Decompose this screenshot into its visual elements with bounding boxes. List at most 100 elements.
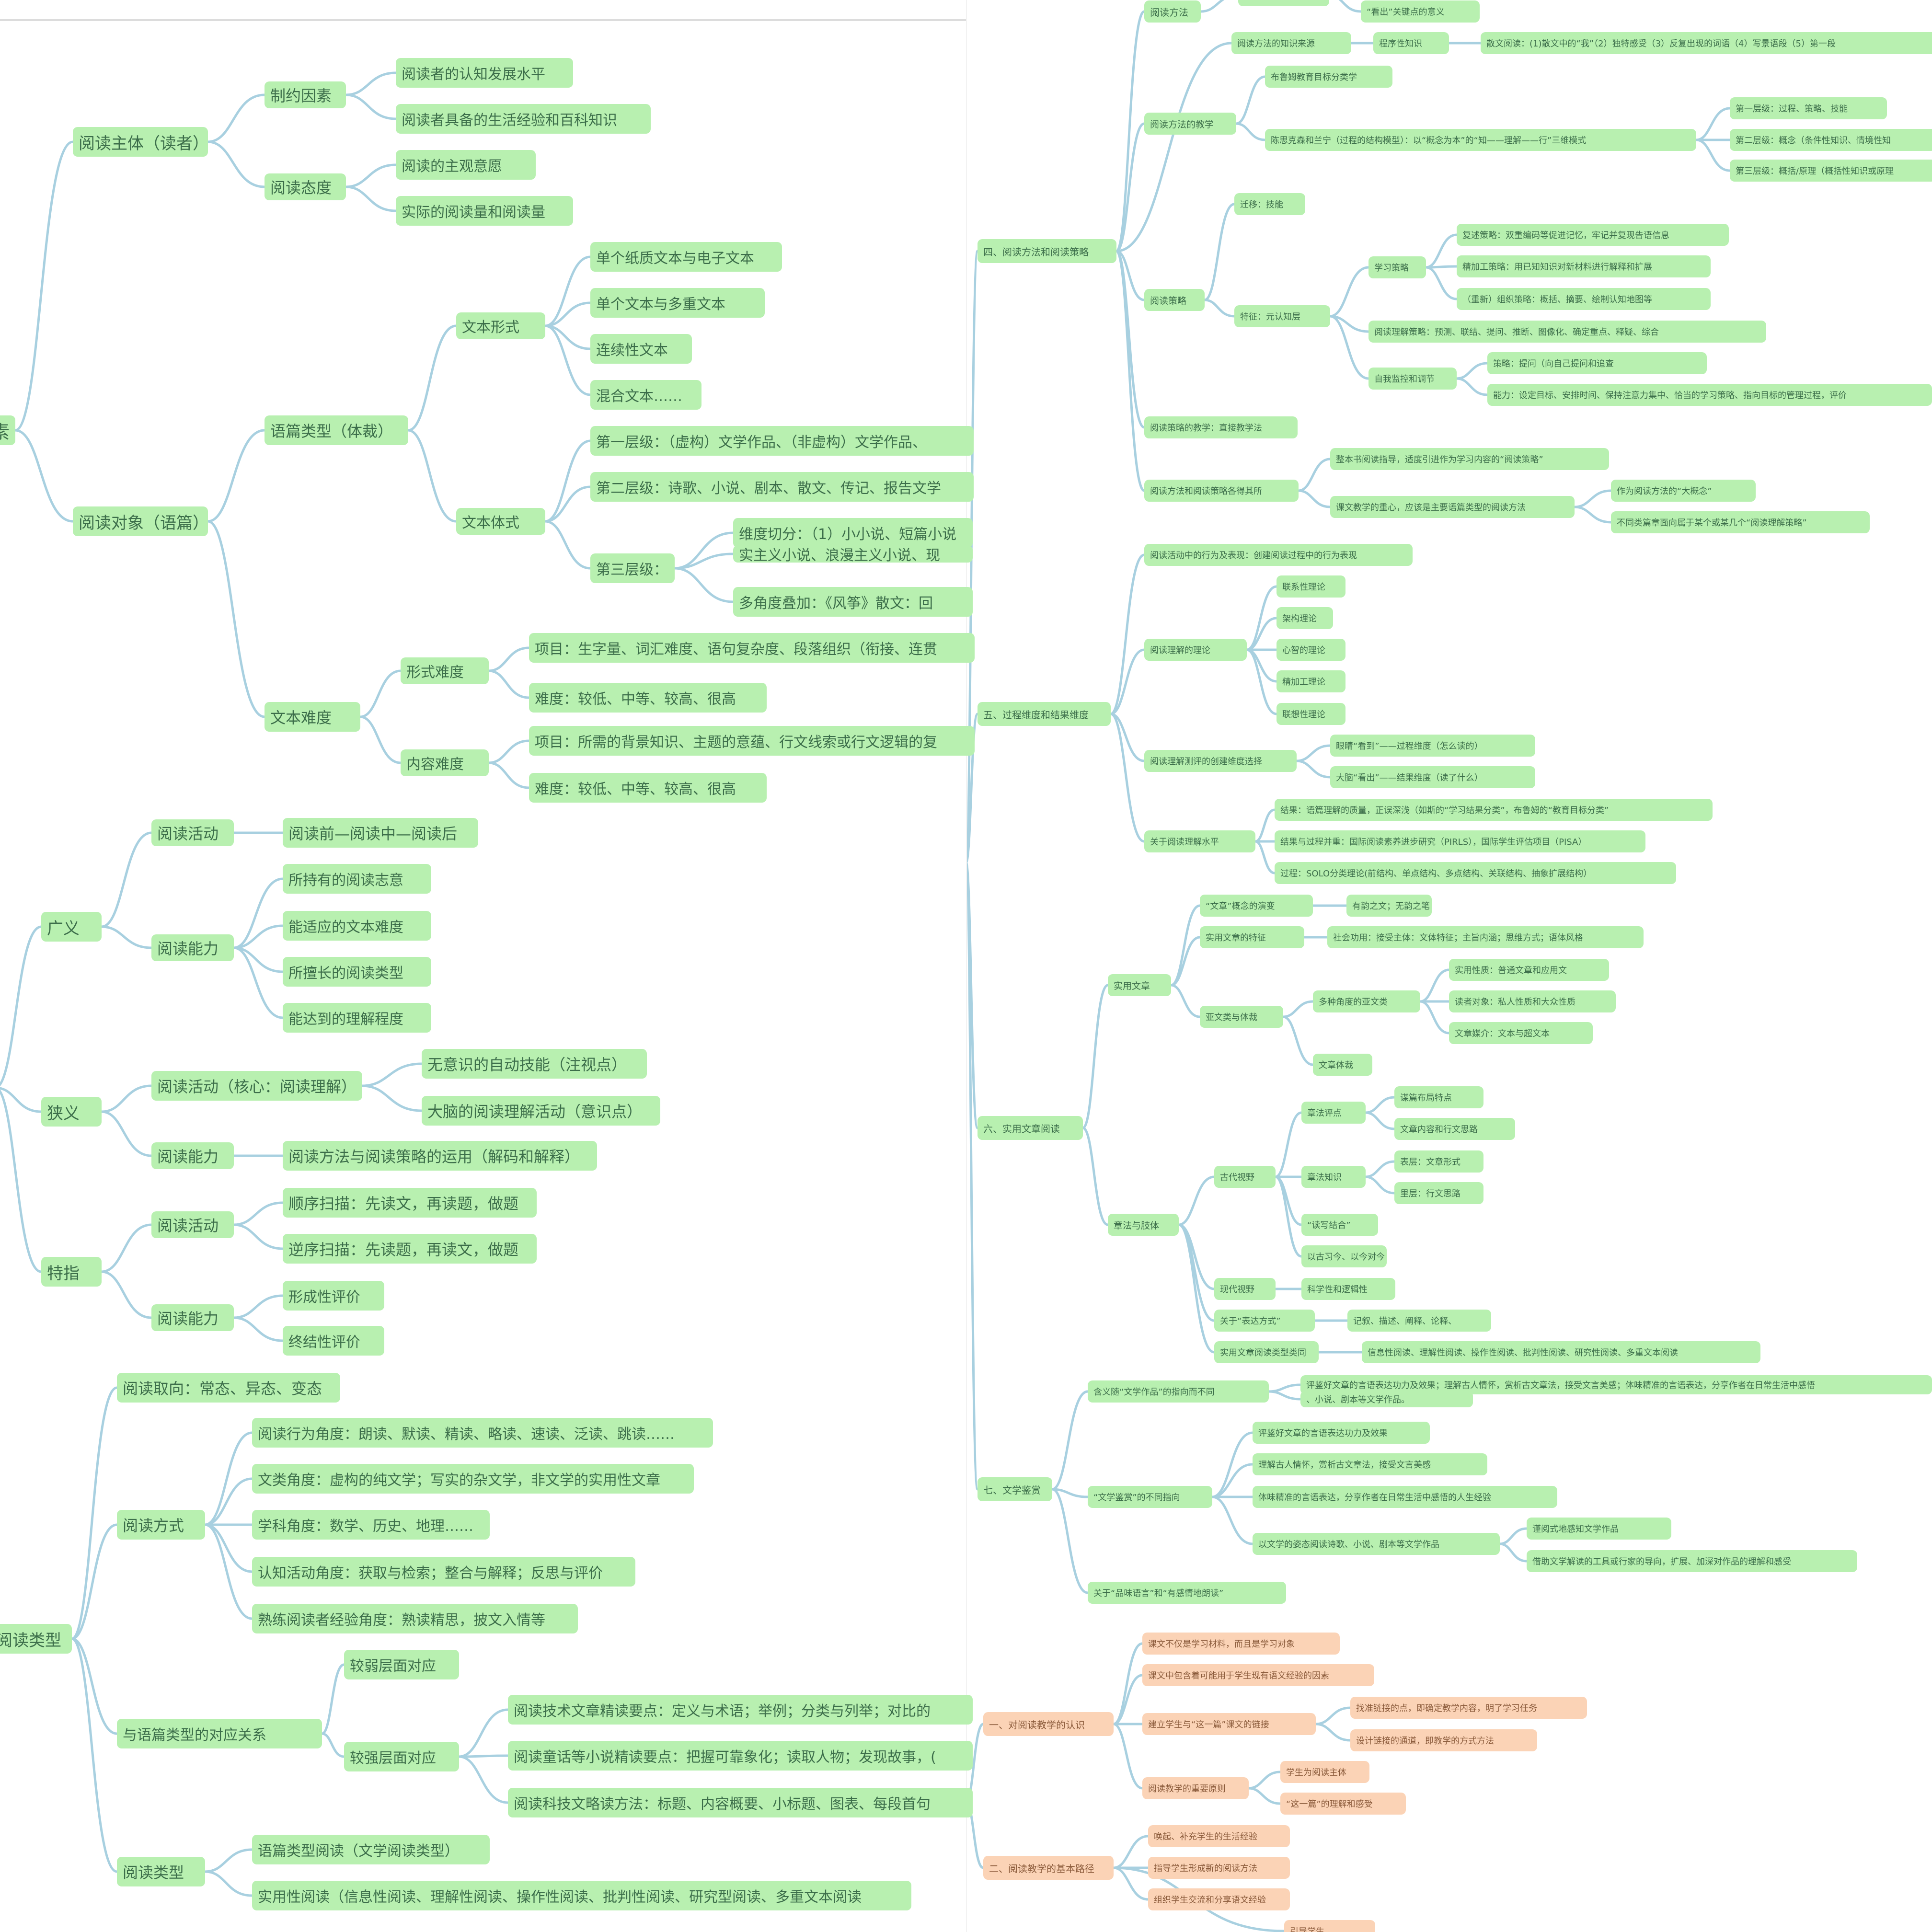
mindmap-node-right-s4-method[interactable]: 阅读方法	[1144, 0, 1201, 23]
mindmap-node-left-special-activity-items-0[interactable]: 顺序扫描：先读文，再读题，做题	[283, 1188, 537, 1218]
mindmap-node-right-s5-level[interactable]: 关于阅读理解水平	[1144, 830, 1255, 852]
mindmap-node-right-s5-theory-items-2[interactable]: 心智的理论	[1276, 639, 1346, 661]
mindmap-node-right-o2-more[interactable]: 引导学生……	[1284, 1920, 1375, 1932]
mindmap-node-right-s7-diff-items-1[interactable]: 理解古人情怀，赏析古文章法，接受文言美感	[1253, 1453, 1487, 1475]
mindmap-node-left-types-orient[interactable]: 阅读取向：常态、异态、变态	[117, 1373, 340, 1403]
mindmap-node-right-s4-learning-items-1[interactable]: 精加工策略：用已知知识对新材料进行解释和扩展	[1457, 255, 1711, 277]
mindmap-node-left-text-difficulty[interactable]: 文本难度	[264, 702, 360, 732]
mindmap-node-right-s6-ancient[interactable]: 古代视野	[1214, 1166, 1276, 1188]
mindmap-node-left-text-form[interactable]: 文本形式	[456, 312, 545, 339]
mindmap-node-right-s4-teach-b-items-0[interactable]: 第一层级：过程、策略、技能	[1730, 97, 1887, 119]
mindmap-node-left-types-rel-b[interactable]: 较强层面对应	[344, 1742, 459, 1771]
mindmap-node-left-narrow-activity-items-1[interactable]: 大脑的阅读理解活动（意识点）	[422, 1096, 660, 1126]
mindmap-node-right-s4-place-b-items-1[interactable]: 不同类篇章面向属于某个或某几个“阅读理解策略”	[1611, 511, 1870, 533]
mindmap-node-right-s6-method[interactable]: 章法与肢体	[1108, 1214, 1179, 1236]
mindmap-node-right-s4-monitor-items-1[interactable]: 能力：设定目标、安排时间、保持注意力集中、恰当的学习策略、指向目标的管理过程，评…	[1487, 384, 1932, 406]
mindmap-node-left-types-rel-b-items-0[interactable]: 阅读技术文章精读要点：定义与术语；举例；分类与列举；对比的	[508, 1695, 973, 1725]
mindmap-node-left-text-form-items-3[interactable]: 混合文本……	[590, 380, 702, 410]
mindmap-node-right-s7-label[interactable]: 七、文学鉴赏	[978, 1477, 1052, 1501]
mindmap-node-left-text-level2[interactable]: 第二层级：诗歌、小说、剧本、散文、传记、报告文学	[590, 472, 974, 502]
mindmap-node-right-s6-expression[interactable]: 关于“表达方式”	[1214, 1310, 1315, 1332]
mindmap-node-left-special-ability-items-1[interactable]: 终结性评价	[283, 1326, 384, 1356]
mindmap-node-right-s4-s-transfer[interactable]: 迁移：技能	[1234, 193, 1305, 215]
mindmap-node-left-text-level1[interactable]: 第一层级：（虚构）文学作品、（非虚构）文学作品、	[590, 426, 974, 456]
mindmap-node-left-broad-ability-items-0[interactable]: 所持有的阅读志意	[283, 864, 431, 894]
mindmap-node-right-s6-modern-item[interactable]: 科学性和逻辑性	[1301, 1278, 1395, 1300]
mindmap-node-left-text-level3-c[interactable]: 多角度叠加：《风筝》散文：回	[733, 587, 973, 617]
mindmap-node-left-reader-f2[interactable]: 阅读者具备的生活经验和百科知识	[396, 104, 651, 134]
mindmap-node-right-s4-procedural[interactable]: 程序性知识	[1373, 32, 1449, 54]
mindmap-node-right-o2-items-0[interactable]: 唤起、补充学生的生活经验	[1148, 1825, 1290, 1847]
mindmap-node-right-s5-eval-items-1[interactable]: 大脑“看出”——结果维度（读了什么）	[1330, 766, 1535, 788]
mindmap-node-right-s7-lit-items-0[interactable]: 谨阅式地感知文学作品	[1527, 1518, 1671, 1540]
mindmap-node-left-types-mode-items-1[interactable]: 文类角度：虚构的纯文学；写实的杂文学，非文学的实用性文章	[252, 1464, 694, 1494]
mindmap-node-right-s6-kinds[interactable]: 实用文章阅读类型类同	[1214, 1341, 1319, 1363]
mindmap-node-left-narrow-activity[interactable]: 阅读活动（核心：阅读理解）	[151, 1071, 362, 1101]
mindmap-node-right-s5-theory[interactable]: 阅读理解的理论	[1144, 639, 1247, 661]
mindmap-node-left-text-level3-a[interactable]: 维度切分：（1）小小说、短篇小说	[733, 518, 973, 548]
mindmap-node-left-types-mode-items-0[interactable]: 阅读行为角度：朗读、默读、精读、略读、速读、泛读、跳读……	[252, 1418, 713, 1448]
mindmap-node-right-s6-zf-points-items-1[interactable]: 文章内容和行文思路	[1394, 1118, 1515, 1140]
mindmap-node-left-broad-ability-items-1[interactable]: 能适应的文本难度	[283, 911, 431, 941]
mindmap-node-right-s7-diff-items-0[interactable]: 评鉴好文章的言语表达功力及效果	[1253, 1422, 1430, 1444]
mindmap-node-left-broad-ability[interactable]: 阅读能力	[151, 934, 234, 961]
mindmap-node-right-s5-level-items-2[interactable]: 过程：SOLO分类理论(前结构、单点结构、多点结构、关联结构、抽象扩展结构）	[1275, 862, 1676, 884]
mindmap-node-right-s6-multi[interactable]: 多种角度的亚文类	[1313, 990, 1420, 1012]
mindmap-node-left-text-title[interactable]: 阅读对象（语篇）	[73, 506, 208, 536]
mindmap-node-left-reader-title[interactable]: 阅读主体（读者）	[73, 127, 208, 157]
mindmap-node-left-types-rel-a[interactable]: 较弱层面对应	[344, 1650, 459, 1679]
mindmap-node-right-s6-multi-items-0[interactable]: 实用性质：普通文章和应用文	[1449, 959, 1609, 981]
mindmap-node-left-types-mode-items-3[interactable]: 认知活动角度：获取与检索；整合与解释；反思与评价	[252, 1557, 635, 1587]
mindmap-node-left-text-level3-b[interactable]: 实主义小说、浪漫主义小说、现	[733, 545, 973, 563]
mindmap-node-right-s4-comprehension[interactable]: 阅读理解策略：预测、联结、提问、推断、图像化、确定重点、释疑、综合	[1368, 321, 1766, 343]
mindmap-node-right-s4-label[interactable]: 四、阅读方法和阅读策略	[978, 239, 1116, 263]
mindmap-node-right-s7-diff-items-2[interactable]: 体味精准的言语表达，分享作者在日常生活中感悟的人生经验	[1253, 1486, 1557, 1508]
mindmap-node-left-text-genre[interactable]: 语篇类型（体裁）	[264, 415, 408, 445]
mindmap-node-right-s6-zf-know-items-0[interactable]: 表层：文章形式	[1394, 1150, 1484, 1173]
mindmap-node-right-o1-label[interactable]: 一、对阅读教学的认识	[983, 1712, 1114, 1736]
mindmap-node-right-s6-concept[interactable]: “文章”概念的演变	[1200, 895, 1313, 917]
mindmap-node-left-narrow-ability[interactable]: 阅读能力	[151, 1142, 234, 1169]
mindmap-node-right-s7-diff[interactable]: “文学鉴赏”的不同指向	[1088, 1486, 1212, 1508]
mindmap-node-left-narrow-ability-item[interactable]: 阅读方法与阅读策略的运用（解码和解释）	[283, 1141, 597, 1171]
mindmap-node-left-types-mode-items-4[interactable]: 熟练阅读者经验角度：熟读精思，披文入情等	[252, 1604, 578, 1633]
mindmap-node-right-s4-teach-b-items-2[interactable]: 第三层级：概括/原理（概括性知识或原理	[1730, 160, 1932, 182]
mindmap-node-left-narrow-label[interactable]: 狭义	[41, 1097, 102, 1127]
mindmap-node-left-types-kinds-items-1[interactable]: 实用性阅读（信息性阅读、理解性阅读、操作性阅读、批判性阅读、研究型阅读、多重文本…	[252, 1881, 911, 1910]
mindmap-node-right-s6-practical[interactable]: 实用文章	[1108, 974, 1171, 996]
mindmap-node-right-s4-s-feature[interactable]: 特征：元认知层	[1234, 305, 1330, 327]
mindmap-node-left-types-kinds[interactable]: 阅读类型	[117, 1857, 205, 1886]
mindmap-node-right-o1-principle[interactable]: 阅读教学的重要原则	[1142, 1777, 1249, 1799]
mindmap-node-right-s7-meaning-item-a[interactable]: 评鉴好文章的言语表达功力及效果；理解古人情怀，赏析古文章法，接受文言美感；体味精…	[1300, 1375, 1932, 1394]
mindmap-node-right-s4-teach-b[interactable]: 陈思克森和兰宁（过程的结构模型）：以“概念为本”的“知——理解——行”三维模式	[1265, 129, 1696, 151]
mindmap-node-right-s4-source[interactable]: 阅读方法的知识来源	[1231, 32, 1351, 54]
mindmap-node-left-types-kinds-items-0[interactable]: 语篇类型阅读（文学阅读类型）	[252, 1835, 490, 1864]
mindmap-node-left-text-level3[interactable]: 第三层级：	[590, 553, 675, 583]
mindmap-node-left-text-style[interactable]: 文本体式	[456, 508, 545, 535]
mindmap-node-right-o2-label[interactable]: 二、阅读教学的基本路径	[983, 1856, 1114, 1880]
mindmap-node-right-s6-zf-know-items-1[interactable]: 里层：行文思路	[1394, 1182, 1484, 1204]
mindmap-node-right-s6-features[interactable]: 实用文章的特征	[1200, 926, 1304, 948]
mindmap-node-right-s4-strategy[interactable]: 阅读策略	[1144, 289, 1205, 311]
mindmap-node-right-s6-read-write[interactable]: “读写结合”	[1301, 1214, 1378, 1236]
mindmap-node-right-s6-concept-item[interactable]: 有韵之文；无韵之笔	[1346, 895, 1432, 917]
mindmap-node-right-s4-monitor[interactable]: 自我监控和调节	[1368, 368, 1457, 390]
mindmap-node-right-s4-learning-items-0[interactable]: 复述策略：双重编码等促进记忆，牢记并复现告语信息	[1457, 224, 1729, 246]
mindmap-node-right-o1-principle-items-1[interactable]: “这一篇”的理解和感受	[1280, 1793, 1406, 1815]
mindmap-node-left-types-rel-b-items-2[interactable]: 阅读科技文略读方法：标题、内容概要、小标题、图表、每段首句	[508, 1788, 973, 1817]
mindmap-node-left-text-form-diff-items-0[interactable]: 项目：生字量、词汇难度、语句复杂度、段落组织（衔接、连贯	[529, 633, 975, 663]
mindmap-node-right-o1-link-items-0[interactable]: 找准链接的点，即确定教学内容，明了学习任务	[1350, 1697, 1587, 1719]
mindmap-node-right-s6-kinds-item[interactable]: 信息性阅读、理解性阅读、操作性阅读、批判性阅读、研究性阅读、多重文本阅读	[1362, 1341, 1760, 1363]
mindmap-node-right-s4-teach-b-items-1[interactable]: 第二层级：概念（条件性知识、情境性知	[1730, 129, 1932, 151]
mindmap-node-left-special-ability[interactable]: 阅读能力	[151, 1304, 234, 1331]
mindmap-node-right-s6-zf-know[interactable]: 章法知识	[1301, 1166, 1366, 1188]
mindmap-node-right-s6-sub[interactable]: 亚文类与体裁	[1200, 1006, 1283, 1028]
mindmap-node-right-s5-theory-items-4[interactable]: 联想性理论	[1276, 703, 1346, 725]
mindmap-node-right-s5-eval-items-0[interactable]: 眼睛“看到”——过程维度（怎么读的）	[1330, 735, 1535, 757]
mindmap-node-left-reader-a1[interactable]: 阅读的主观意愿	[396, 150, 536, 180]
mindmap-node-right-s4-teach-strategy[interactable]: 阅读策略的教学：直接教学法	[1144, 416, 1298, 438]
mindmap-node-left-types-mode[interactable]: 阅读方式	[117, 1510, 205, 1540]
mindmap-node-left-types-label[interactable]: 阅读类型	[0, 1624, 72, 1654]
mindmap-node-right-s6-zf-points-items-0[interactable]: 谋篇布局特点	[1394, 1086, 1484, 1108]
mindmap-node-right-s4-place-a[interactable]: 整本书阅读指导，适度引进作为学习内容的“阅读策略”	[1330, 448, 1609, 470]
